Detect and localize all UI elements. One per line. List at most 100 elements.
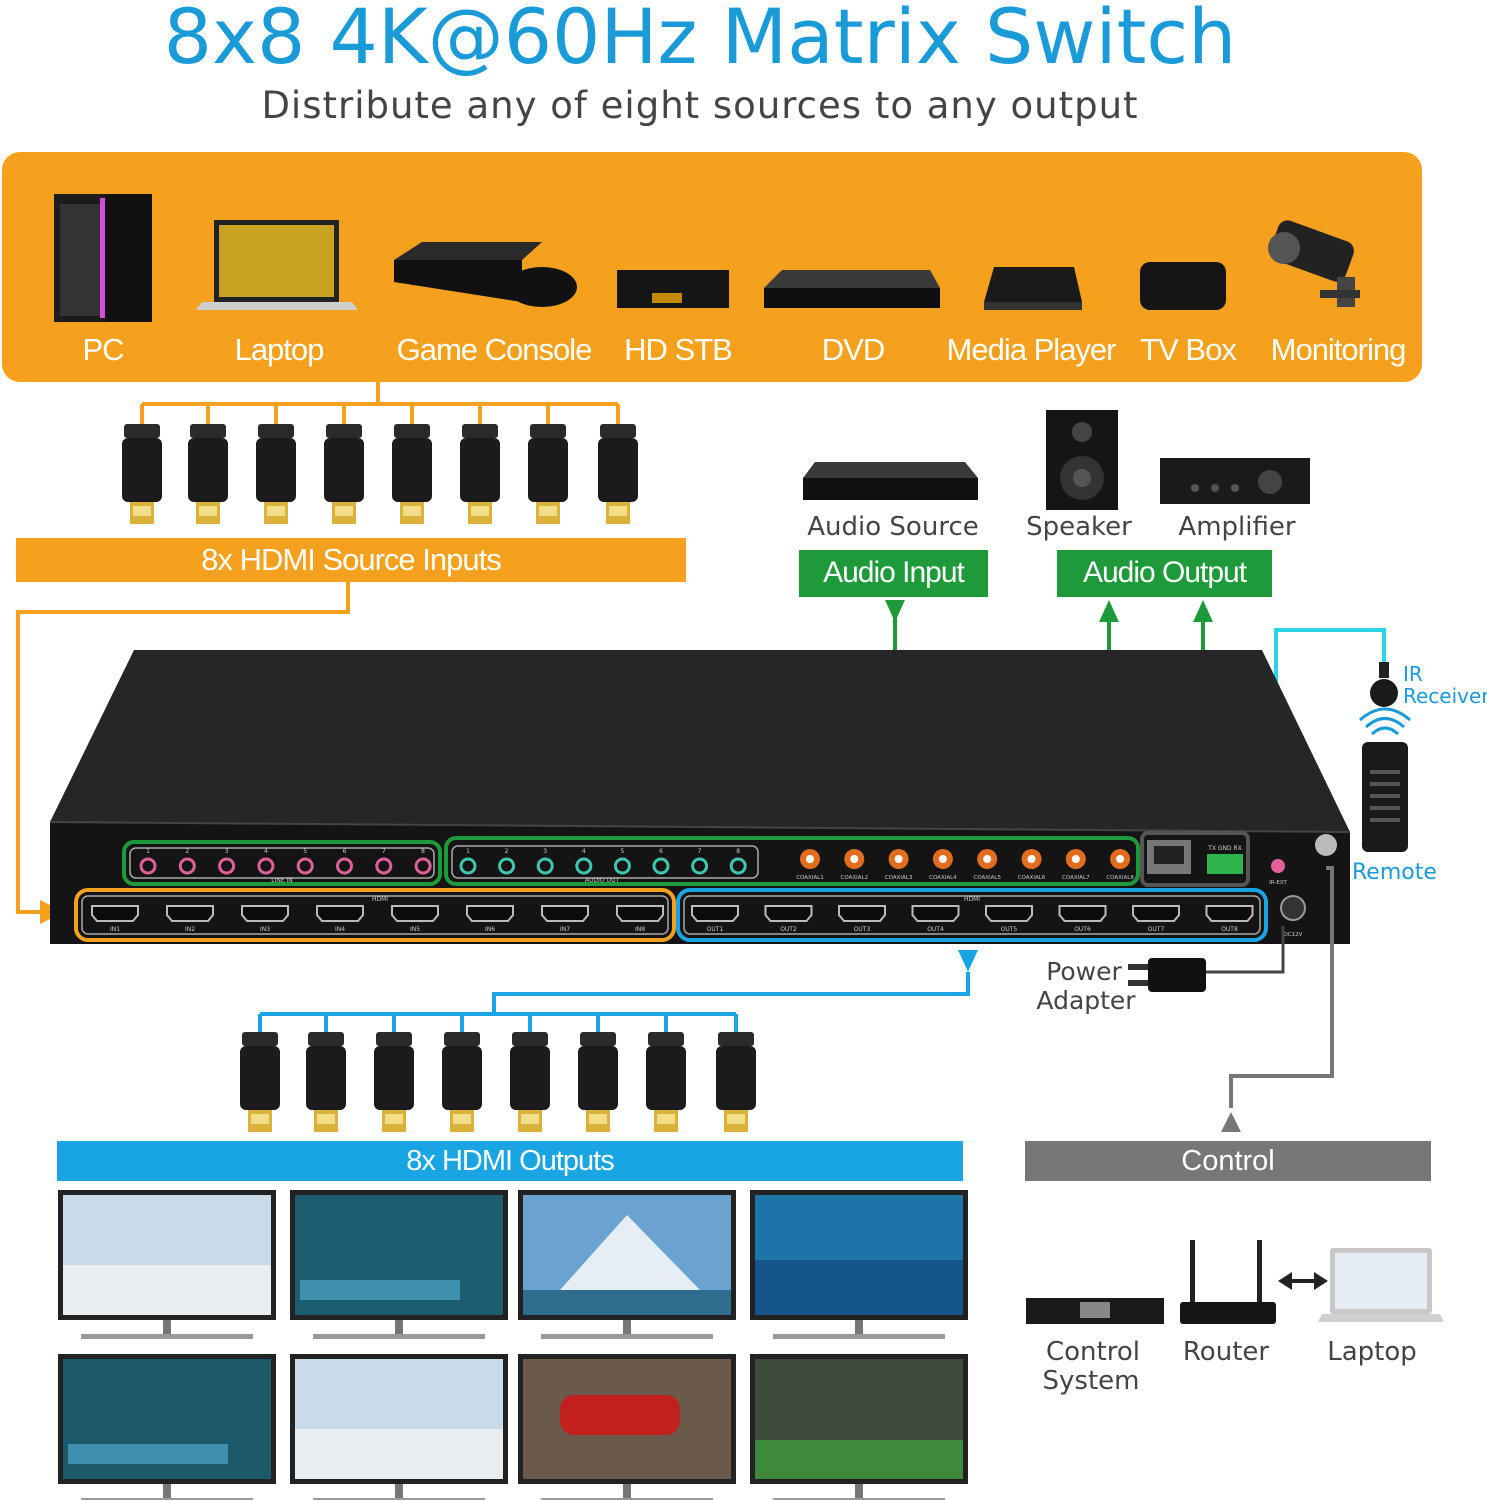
hdmi-output-label: OUT7: [1148, 926, 1165, 933]
line-in-jack: [139, 857, 157, 875]
power-adapter-label-line2: Adapter: [1036, 986, 1136, 1015]
laptop-icon: [196, 220, 358, 310]
coaxial-label: COAXIAL3: [885, 875, 913, 881]
coaxial-label: COAXIAL4: [929, 875, 957, 881]
source-label-game-console: Game Console: [396, 332, 593, 367]
dc-power-label: DC12V: [1284, 932, 1303, 938]
source-inputs-bar: 8x HDMI Source Inputs: [16, 538, 686, 582]
hdmi-output-port: [764, 905, 813, 922]
source-label-laptop: Laptop: [234, 332, 325, 367]
line-in-jack: [218, 857, 236, 875]
source-label-dvd: DVD: [821, 332, 885, 367]
hdmi-input-port: [541, 905, 589, 922]
page-title: 8x8 4K@60Hz Matrix Switch: [163, 0, 1237, 81]
hdmi-output-label: OUT6: [1074, 926, 1091, 933]
control-system-icon: [1026, 1298, 1164, 1324]
audio-out-port-number: 6: [659, 848, 663, 855]
hdmi-output-port: [1058, 905, 1107, 922]
speaker-icon: [1046, 410, 1118, 510]
line-in-port-number: 7: [382, 848, 386, 855]
hdmi-input-port: [166, 905, 214, 922]
audio-out-port-number: 4: [582, 848, 586, 855]
line-in-jack: [336, 857, 353, 875]
hdmi-input-label: IN1: [110, 926, 120, 933]
audio-out-jack: [498, 857, 516, 875]
tv-box-icon: [1140, 262, 1226, 310]
bidirectional-arrow-icon: [1278, 1272, 1328, 1290]
hdmi-output-port: [838, 905, 886, 922]
line-in-jack: [257, 857, 275, 875]
ir-ext-label: IR-EXT: [1269, 880, 1287, 886]
display-6: [290, 1354, 508, 1500]
hdmi-input-port: [91, 905, 139, 922]
set-top-box-icon: [617, 270, 729, 308]
audio-out-port-number: 8: [736, 848, 740, 855]
coaxial-label: COAXIAL5: [973, 875, 1001, 881]
audio-out-port-number: 3: [543, 848, 547, 855]
audio-out-port-number: 7: [698, 848, 702, 855]
coaxial-label: COAXIAL8: [1106, 875, 1134, 881]
control-bar: Control: [1025, 1141, 1431, 1181]
hdmi-output-group-label: HDMI: [964, 896, 980, 903]
audio-out-label: AUDIO OUT: [585, 877, 620, 884]
hdmi-output-port: [1132, 905, 1180, 922]
audio-out-port-number: 2: [505, 848, 509, 855]
control-wiring: [1229, 866, 1334, 1108]
hdmi-output-label: OUT8: [1221, 926, 1238, 933]
power-adapter-label-line1: Power: [1046, 957, 1122, 986]
amplifier-icon: [1160, 458, 1310, 504]
line-in-jack: [375, 857, 393, 875]
line-in-port-number: 2: [185, 848, 189, 855]
hdmi-outputs-bar: 8x HDMI Outputs: [57, 1141, 963, 1181]
hdmi-input-port: [466, 905, 514, 922]
line-in-jack: [296, 857, 314, 875]
audio-out-jack: [691, 857, 709, 875]
line-in-port-number: 4: [264, 848, 268, 855]
hdmi-input-port: [316, 905, 364, 922]
hdmi-input-label: IN8: [635, 926, 645, 933]
audio-out-jack: [459, 857, 477, 875]
hdmi-input-port: [391, 905, 439, 922]
source-label-media-player: Media Player: [946, 332, 1117, 367]
output-wiring: [258, 972, 970, 1032]
audio-out-jack: [613, 857, 631, 875]
speaker-label: Speaker: [1026, 512, 1132, 542]
audio-out-jack: [575, 857, 593, 875]
line-in-jack: [414, 857, 432, 875]
laptop-control-icon: [1318, 1248, 1444, 1322]
hdmi-output-port: [1205, 905, 1254, 922]
hdmi-output-label: OUT5: [1001, 926, 1018, 933]
control-laptop-label: Laptop: [1327, 1337, 1417, 1367]
power-wiring: [1205, 926, 1285, 974]
amplifier-label: Amplifier: [1178, 512, 1296, 542]
line-in-port-number: 1: [146, 848, 150, 855]
hdmi-input-label: IN6: [485, 926, 495, 933]
remote-control-icon: [1362, 742, 1408, 852]
hdmi-input-port: [241, 905, 289, 922]
display-2: [290, 1190, 508, 1339]
audio-out-port-number: 1: [466, 848, 470, 855]
hdmi-output-cables: [240, 1032, 756, 1132]
ir-receiver-label-line1: IR: [1403, 662, 1423, 686]
coaxial-label: COAXIAL1: [796, 875, 824, 881]
hdmi-input-label: IN5: [410, 926, 420, 933]
hdmi-input-label: IN4: [335, 926, 345, 933]
hdmi-output-port: [691, 905, 739, 922]
control-system-label-line1: Control: [1046, 1337, 1140, 1367]
media-player-icon: [984, 267, 1082, 310]
source-label-pc: PC: [82, 332, 124, 367]
source-label-tv-box: TV Box: [1140, 332, 1237, 367]
hdmi-input-label: IN2: [185, 926, 195, 933]
line-in-port-number: 6: [343, 848, 347, 855]
display-7: [518, 1354, 736, 1500]
pc-tower-icon: [54, 194, 152, 322]
coaxial-label: COAXIAL2: [841, 875, 869, 881]
source-device-icons: [54, 194, 1360, 322]
hdmi-output-port: [985, 905, 1033, 922]
hdmi-input-label: IN7: [560, 926, 570, 933]
source-label-monitoring: Monitoring: [1270, 332, 1407, 367]
line-in-label: LINE IN: [271, 877, 293, 884]
hdmi-input-label: IN3: [260, 926, 270, 933]
hdmi-input-cables: [122, 424, 638, 524]
